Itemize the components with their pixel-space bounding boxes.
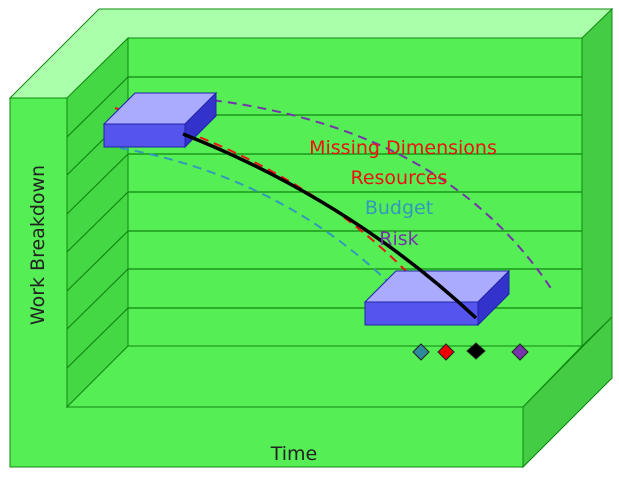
resources-marker	[437, 343, 455, 361]
label-budget: Budget	[365, 197, 433, 219]
schedule-marker	[466, 342, 486, 360]
horizontal-axis-label: Time	[270, 443, 318, 465]
label-risk: Risk	[379, 228, 418, 250]
end-block	[363, 269, 511, 327]
label-missing-dimensions: Missing Dimensions	[309, 137, 497, 159]
label-resources: Resources	[350, 167, 447, 189]
start-block	[102, 91, 218, 149]
back-wall-lines	[128, 76, 582, 309]
inner-floor	[65, 345, 584, 408]
inner-right-wall	[581, 7, 613, 348]
floor-step-right	[522, 315, 613, 469]
vertical-axis-label: Work Breakdown	[27, 165, 49, 325]
risk-marker	[511, 343, 529, 361]
schedule-solid-line	[182, 132, 478, 320]
marker-row	[412, 342, 529, 361]
left-wall-lines	[66, 76, 129, 369]
budget-marker	[412, 343, 430, 361]
risk-dashed-curve	[182, 96, 553, 291]
